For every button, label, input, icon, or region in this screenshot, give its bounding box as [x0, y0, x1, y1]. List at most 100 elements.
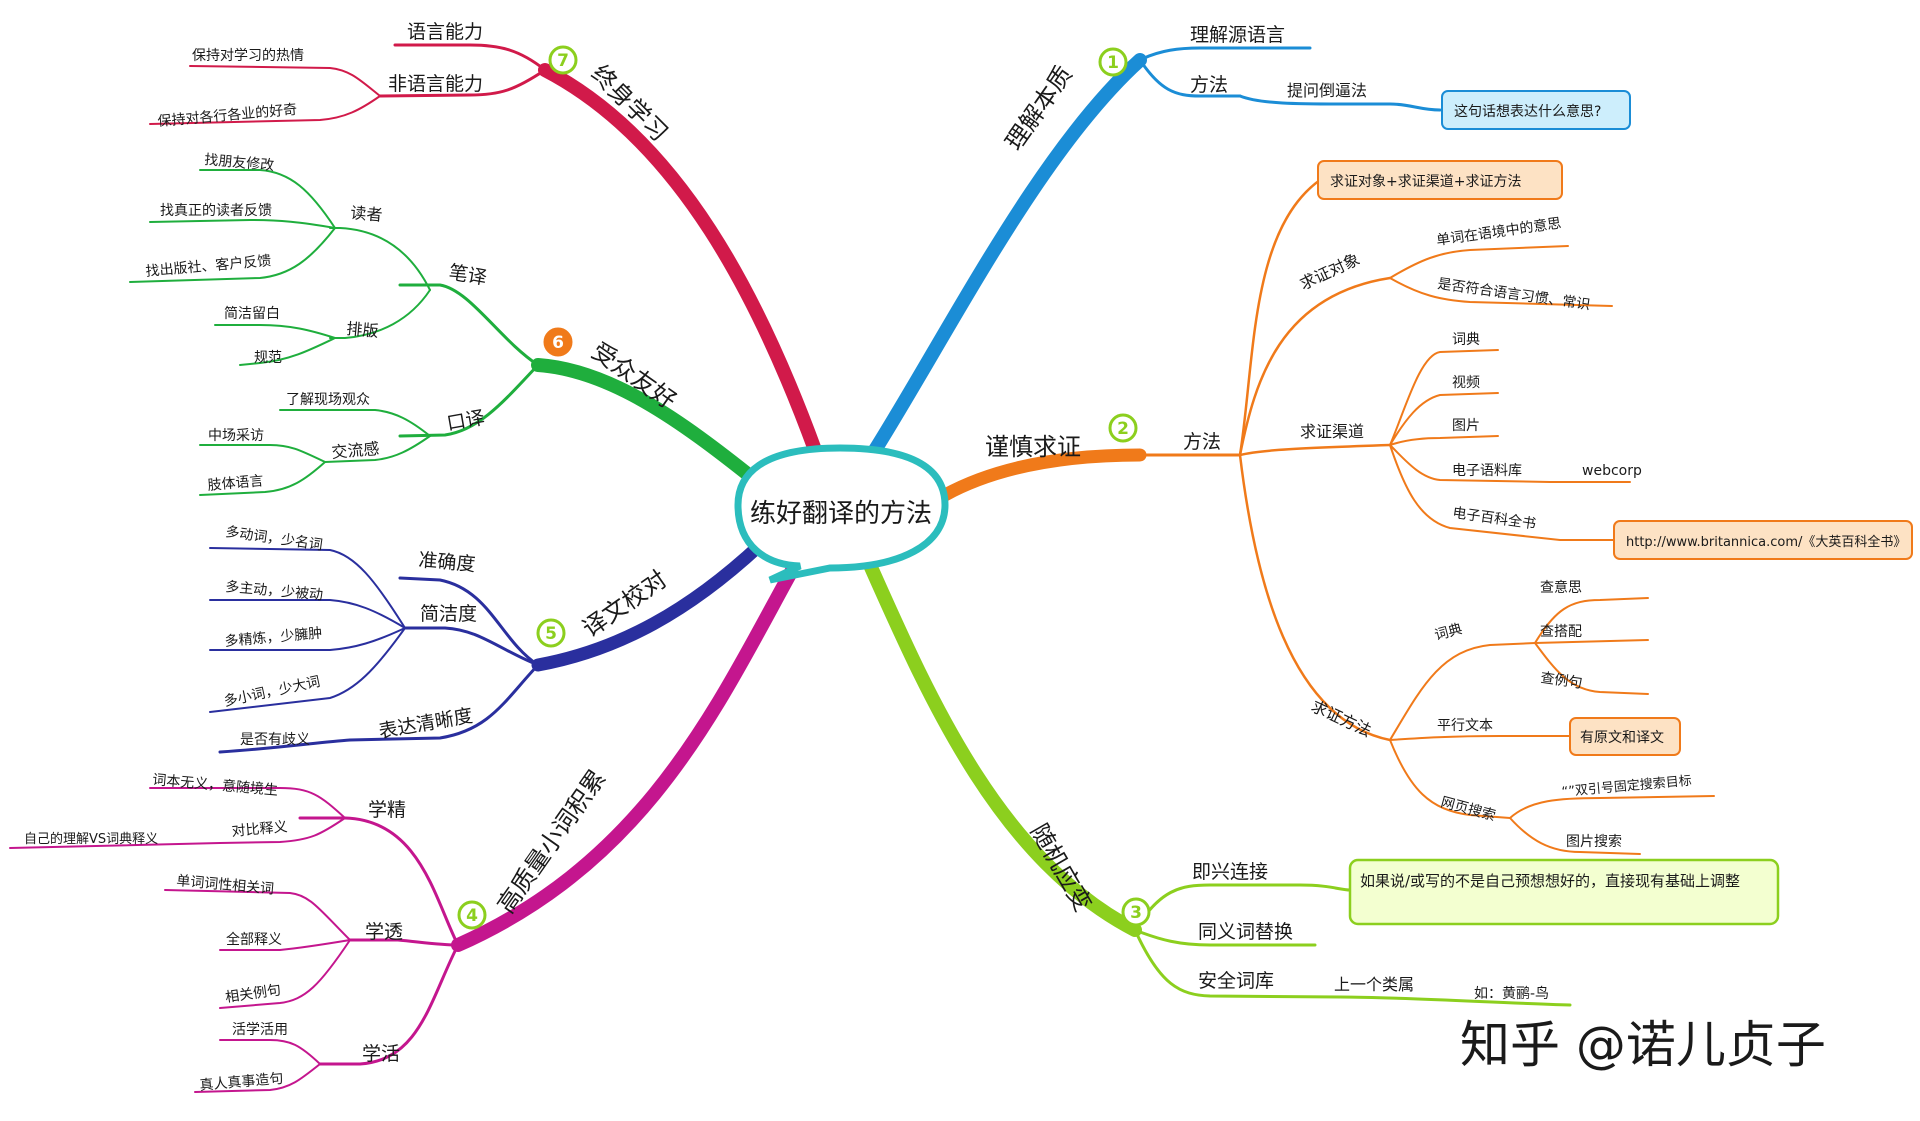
branch-3-note-text: 如果说/或写的不是自己预想想好的，直接现有基础上调整: [1360, 872, 1740, 890]
branch-2-method-3: 网页搜索: [1439, 793, 1497, 824]
branch-4-learn-apply: 学活: [362, 1043, 400, 1065]
branch-6-oral-b2: 肢体语言: [207, 473, 264, 494]
branch-3-number: 3: [1130, 903, 1142, 923]
branch-5-conciseness-c: 多精炼，少臃肿: [224, 625, 323, 650]
branch-6-readers-3: 找出版社、客户反馈: [145, 252, 272, 280]
branch-3-example: 如：黄鹂-鸟: [1474, 985, 1549, 1002]
branch-4-learn-precise: 学精: [368, 799, 406, 821]
branch-2-method-3b: 图片搜索: [1566, 833, 1622, 850]
branch-2-channel-2: 视频: [1452, 375, 1480, 391]
branch-3: 3 随机应变 即兴连接 如果说/或写的不是自己预想想好的，直接现有基础上调整 同…: [1025, 819, 1780, 1007]
branch-2-method-1: 词典: [1433, 621, 1464, 644]
branch-5: 5 译文校对 准确度 简洁度 多动词，少名词 多主动，少被动 多精炼，少臃肿 多…: [209, 523, 672, 754]
branch-7-language: 语言能力: [407, 21, 483, 43]
branch-2: 求证对象+求证渠道+求证方法 求证对象 单词在语境中的意思 是否符合语言习惯、常…: [985, 160, 1913, 855]
branch-2-object-1: 单词在语境中的意思: [1435, 215, 1562, 249]
branch-6-layout: 排版: [346, 319, 380, 341]
branch-7: 7 终身学习 语言能力 非语言能力 保持对学习的热情 保持对各行各业的好奇: [149, 21, 673, 147]
branch-2-method-1a: 查意思: [1540, 579, 1582, 596]
branch-6-readers-1: 找朋友修改: [204, 152, 275, 174]
branch-2-summary-box: [1317, 160, 1563, 200]
branch-6-readers-2: 找真正的读者反馈: [160, 202, 272, 219]
branch-5-conciseness: 简洁度: [420, 603, 477, 625]
branch-6-oral-b1: 中场采访: [208, 428, 264, 444]
branch-4: 4 高质量小词积累 学精 词本无义，意随境生 对比释义 自己的理解VS词典释义 …: [9, 765, 611, 1094]
branch-6-number-badge: [543, 327, 573, 357]
branch-2-britannica-text: http://www.britannica.com/《大英百科全书》: [1626, 534, 1906, 550]
branch-2-number: 2: [1117, 419, 1129, 439]
center-node: 练好翻译的方法: [734, 444, 949, 584]
branch-4-learn-thorough-a: 单词词性相关词: [176, 873, 275, 897]
branch-2-channel-4-webcorp: webcorp: [1582, 463, 1642, 479]
branch-3-note-box: [1348, 858, 1780, 926]
branch-5-number-badge: [536, 618, 566, 648]
branch-7-non-language-b: 保持对各行各业的好奇: [157, 101, 298, 130]
branch-6-written: 笔译: [447, 261, 488, 289]
branch-7-non-language: 非语言能力: [388, 73, 483, 95]
branch-2-method-1c: 查例句: [1539, 670, 1583, 692]
branch-3-synonym: 同义词替换: [1198, 921, 1293, 943]
branch-4-number: 4: [466, 906, 478, 926]
branch-4-learn-thorough-c: 相关例句: [224, 982, 282, 1006]
branch-3-stem: [863, 558, 1142, 937]
branch-2-parallel-box: [1569, 717, 1681, 756]
branch-4-learn-thorough: 学透: [365, 921, 403, 943]
branch-2-channel-5: 电子百科全书: [1451, 504, 1537, 533]
branch-1-stem: [868, 53, 1147, 457]
branch-7-number: 7: [557, 51, 569, 71]
branch-4-learn-thorough-b: 全部释义: [226, 931, 282, 948]
branch-6-oral-a: 了解现场观众: [286, 392, 370, 408]
branch-3-improvise: 即兴连接: [1192, 861, 1268, 883]
branch-2-channel-4: 电子语料库: [1452, 463, 1522, 479]
branch-2-channel: 求证渠道: [1300, 422, 1364, 441]
center-title: 练好翻译的方法: [750, 499, 932, 529]
branch-2-method-2: 平行文本: [1437, 718, 1493, 734]
branch-1: 1 理解本质 理解源语言 方法 提问倒逼法 这句话想表达什么意思?: [1000, 24, 1631, 155]
branch-2-method-1b: 查搭配: [1540, 624, 1582, 640]
branch-2-britannica-box: [1613, 520, 1913, 560]
branch-5-number: 5: [545, 624, 557, 644]
watermark-text: 知乎 @诺儿贞子: [1460, 1016, 1826, 1074]
branch-2-channel-3: 图片: [1452, 418, 1480, 434]
branch-2-summary-text: 求证对象+求证渠道+求证方法: [1330, 174, 1521, 190]
branch-1-note-box: [1441, 90, 1631, 130]
branch-1-method: 方法: [1190, 74, 1228, 96]
branch-3-number-badge: [1121, 897, 1151, 927]
branch-1-question-method: 提问倒逼法: [1287, 81, 1367, 100]
branch-4-number-badge: [457, 900, 487, 930]
branch-5-accuracy: 准确度: [418, 549, 477, 576]
branch-6-number: 6: [552, 333, 564, 353]
branch-5-stem: [531, 538, 767, 672]
branch-3-safe-words: 安全词库: [1198, 970, 1274, 992]
branch-2-object-2: 是否符合语言习惯、常识: [1436, 275, 1591, 313]
branch-1-understand-source: 理解源语言: [1190, 24, 1285, 46]
branch-1-number: 1: [1107, 53, 1119, 73]
center-bubble: [734, 444, 949, 584]
branch-6-layout-1: 简洁留白: [224, 305, 280, 322]
branch-5-clarity-a: 是否有歧义: [240, 732, 310, 748]
branch-2-method: 方法: [1183, 431, 1221, 453]
branch-2-method-approach: 求证方法: [1308, 696, 1374, 740]
branch-6-layout-2: 规范: [254, 349, 282, 366]
branch-4-learn-apply-b: 真人真事造句: [199, 1071, 284, 1094]
branch-6-oral-b: 交流感: [331, 439, 380, 462]
branch-6-readers: 读者: [350, 203, 384, 225]
branch-1-note-text: 这句话想表达什么意思?: [1454, 103, 1601, 120]
branch-1-number-badge: [1098, 47, 1128, 77]
branch-6: 6 受众友好 笔译 读者 找朋友修改 找真正的读者反馈 找出版社、客户反馈 排版…: [129, 152, 681, 496]
branch-7-stem: [538, 63, 822, 457]
branch-3-superordinate: 上一个类属: [1334, 975, 1414, 994]
branch-7-non-language-a: 保持对学习的热情: [192, 48, 304, 64]
branch-4-learn-precise-a: 词本无义，意随境生: [152, 771, 279, 799]
branch-6-oral: 口译: [445, 407, 486, 435]
branch-2-label: 谨慎求证: [985, 433, 1081, 461]
branch-4-learn-apply-a: 活学活用: [232, 1022, 288, 1038]
branch-6-stem: [531, 358, 762, 487]
branch-2-stem: [938, 448, 1147, 502]
branch-2-parallel-text: 有原文和译文: [1580, 730, 1664, 746]
branch-4-learn-precise-b1: 自己的理解VS词典释义: [24, 831, 158, 847]
branch-4-stem: [451, 558, 802, 952]
branch-7-number-badge: [548, 45, 578, 75]
branch-3-label: 随机应变: [1025, 819, 1097, 916]
